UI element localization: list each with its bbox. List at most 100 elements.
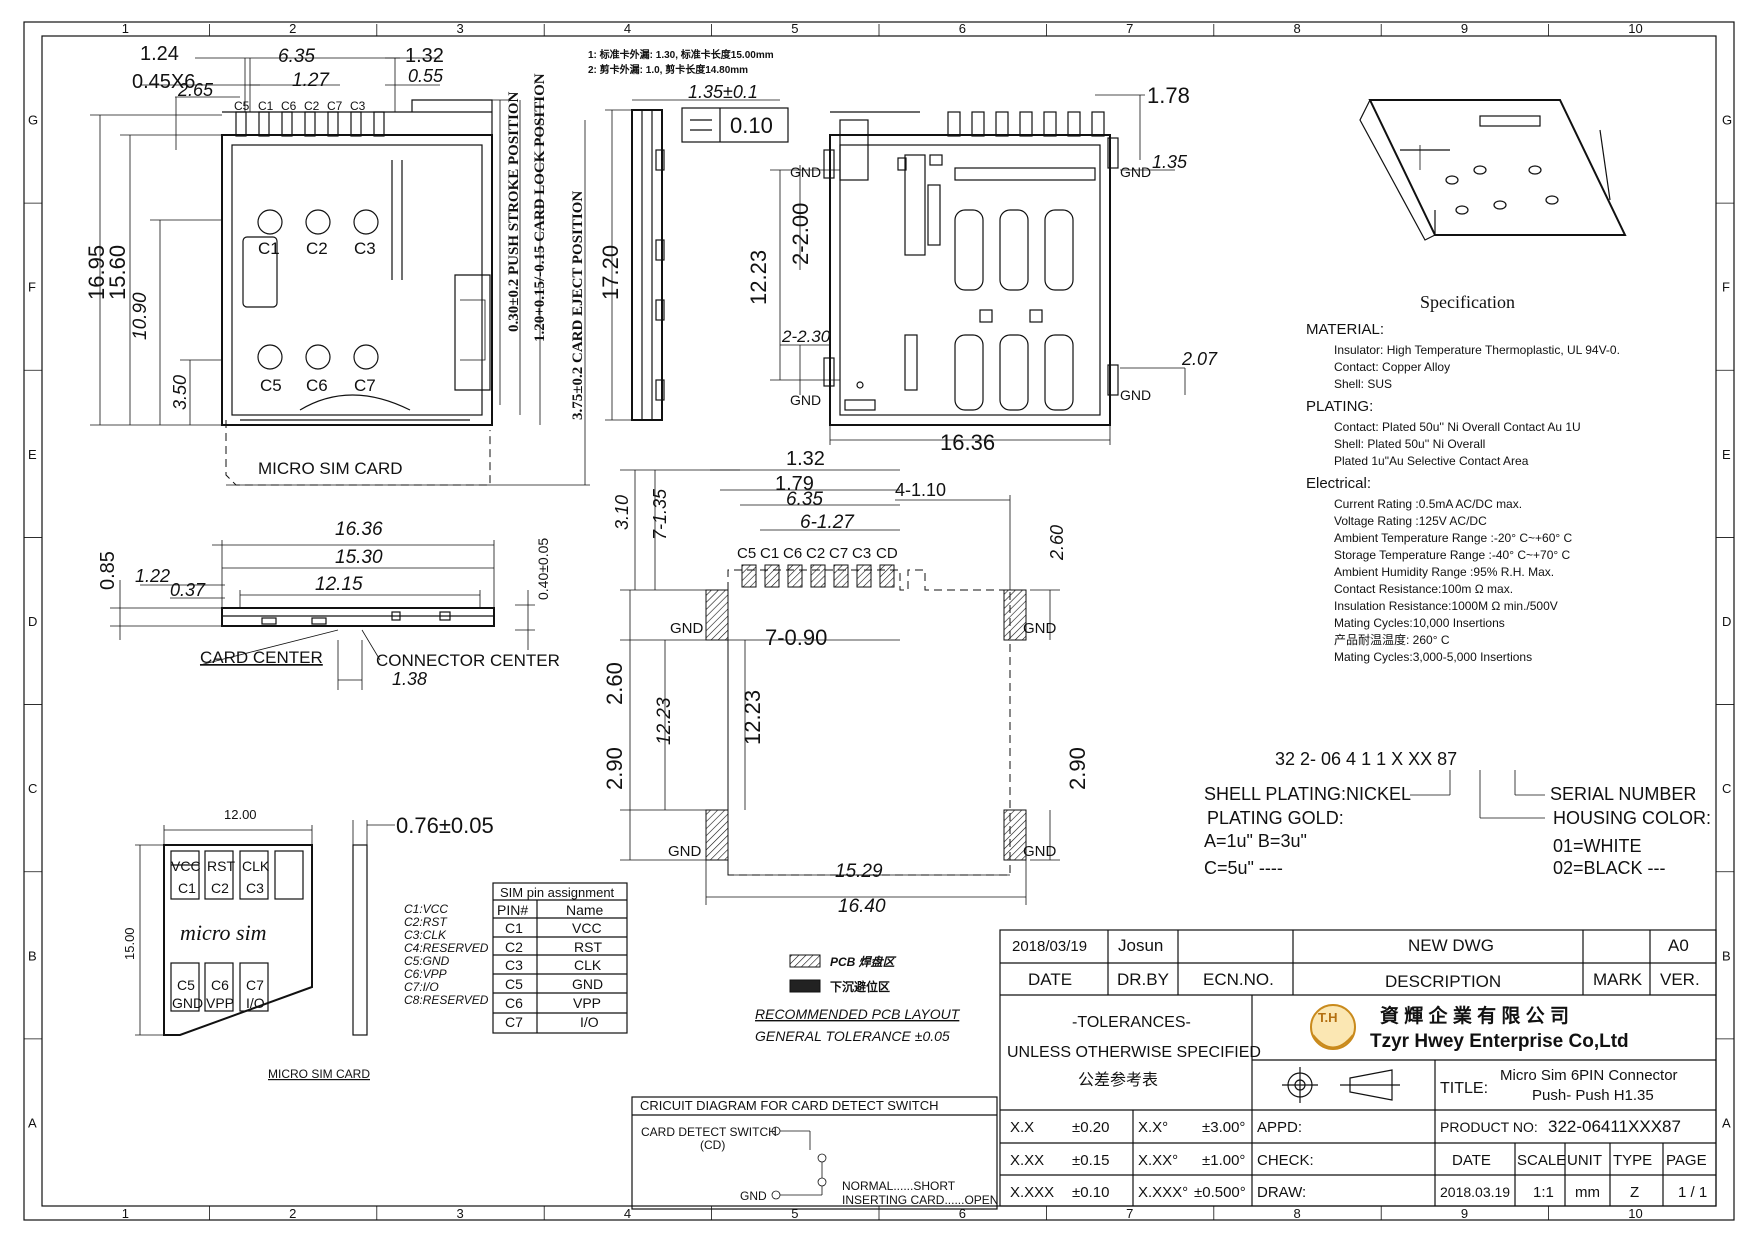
grid-row-label: C [28, 781, 37, 796]
spec-line: Plated 1u"Au Selective Contact Area [1334, 454, 1529, 468]
svg-text:02=BLACK ---: 02=BLACK --- [1553, 858, 1666, 878]
spec-line: Contact: Plated 50u'' Ni Overall Contact… [1334, 420, 1581, 434]
grid-row-label: E [28, 447, 37, 462]
svg-text:C2: C2 [306, 239, 328, 258]
svg-text:1.35±0.1: 1.35±0.1 [688, 82, 758, 102]
title-block: T.H 2018/03/19 Josun NEW DWG A0 DATE DR.… [999, 929, 1717, 1207]
svg-text:2-2.30: 2-2.30 [781, 327, 831, 346]
svg-text:C1: C1 [760, 545, 779, 562]
svg-text:SERIAL NUMBER: SERIAL NUMBER [1550, 784, 1696, 804]
svg-text:HOUSING COLOR:: HOUSING COLOR: [1553, 808, 1711, 828]
svg-text:PLATING GOLD:: PLATING GOLD: [1207, 808, 1344, 828]
svg-text:GND: GND [740, 1189, 767, 1203]
svg-text:15.60: 15.60 [105, 245, 130, 300]
svg-text:15.00: 15.00 [122, 927, 137, 960]
svg-text:C7:I/O: C7:I/O [404, 980, 439, 994]
svg-text:GND: GND [1120, 387, 1151, 403]
svg-text:0.30±0.2 PUSH STROKE POSITION: 0.30±0.2 PUSH STROKE POSITION [506, 91, 522, 332]
svg-text:12.23: 12.23 [654, 697, 675, 745]
svg-text:-TOLERANCES-: -TOLERANCES- [1072, 1014, 1191, 1031]
svg-text:A=1u" B=3u": A=1u" B=3u" [1204, 831, 1307, 851]
svg-text:Josun: Josun [1118, 936, 1163, 955]
svg-text:NORMAL......SHORT: NORMAL......SHORT [842, 1179, 956, 1193]
svg-text:0.45X6: 0.45X6 [132, 71, 195, 93]
svg-text:2.07: 2.07 [1181, 349, 1218, 369]
svg-text:2018.03.19: 2018.03.19 [1440, 1184, 1510, 1200]
svg-text:15.29: 15.29 [835, 861, 883, 882]
grid-col-label: 3 [457, 21, 464, 36]
svg-text:1.35: 1.35 [1152, 152, 1188, 172]
svg-text:1 / 1: 1 / 1 [1678, 1184, 1707, 1201]
svg-text:C=5u" ----: C=5u" ---- [1204, 858, 1283, 878]
svg-text:1:1: 1:1 [1533, 1184, 1554, 1201]
grid-col-label: 10 [1628, 21, 1642, 36]
svg-text:C7: C7 [829, 545, 848, 562]
svg-text:資 輝 企 業 有 限 公 司: 資 輝 企 業 有 限 公 司 [1380, 1004, 1569, 1027]
svg-text:C5: C5 [260, 376, 282, 395]
svg-text:GND: GND [670, 620, 704, 637]
svg-text:C2: C2 [505, 939, 523, 955]
grid-row-label: B [28, 948, 37, 963]
svg-text:PIN#: PIN# [497, 902, 528, 918]
svg-text:RECOMMENDED PCB LAYOUT: RECOMMENDED PCB LAYOUT [755, 1006, 961, 1022]
svg-text:CARD CENTER: CARD CENTER [200, 648, 323, 667]
circuit-diagram: CRICUIT DIAGRAM FOR CARD DETECT SWITCH C… [631, 1096, 998, 1210]
svg-text:C3: C3 [852, 545, 871, 562]
grid-row-label: G [28, 113, 38, 128]
spec-line: Mating Cycles:10,000 Insertions [1334, 616, 1505, 630]
svg-text:16.36: 16.36 [335, 519, 383, 540]
svg-text:CRICUIT DIAGRAM FOR CARD DETEC: CRICUIT DIAGRAM FOR CARD DETECT SWITCH [640, 1098, 939, 1113]
spec-line: Ambient Humidity Range :95% R.H. Max. [1334, 565, 1554, 579]
svg-text:C2: C2 [304, 99, 320, 113]
svg-text:X.XXX: X.XXX [1010, 1184, 1054, 1201]
svg-text:C6: C6 [281, 99, 297, 113]
svg-text:C8:RESERVED: C8:RESERVED [404, 993, 489, 1007]
svg-text:C1: C1 [178, 880, 196, 896]
top-view-labels: 1.24 6.35 1.32 0.45X6 1.27 0.55 2.65 16.… [84, 43, 586, 478]
svg-text:2018/03/19: 2018/03/19 [1012, 938, 1087, 955]
svg-text:C1: C1 [258, 239, 280, 258]
sim-card-labels: 12.00 15.00 0.76±0.05 VCC C1 RST C2 CLK … [122, 807, 494, 1081]
svg-text:X.XXX°: X.XXX° [1138, 1184, 1188, 1201]
svg-text:6.35: 6.35 [278, 46, 315, 67]
pcb-layout [620, 469, 1060, 993]
spec-line: 产品耐温温度: 260° C [1334, 632, 1450, 647]
grid-col-label: 5 [791, 21, 798, 36]
grid-row-label: B [1722, 948, 1731, 963]
pcb-labels: 1.32 1.79 6.35 6-1.27 4-1.10 3.10 7-1.35… [602, 448, 1090, 1044]
grid-row-label: E [1722, 447, 1731, 462]
svg-text:32 2- 06 4 1 1 X XX 87: 32 2- 06 4 1 1 X XX 87 [1275, 749, 1457, 769]
svg-text:2.60: 2.60 [602, 662, 627, 705]
grid-col-label: 4 [624, 21, 631, 36]
svg-text:1.78: 1.78 [1147, 83, 1190, 108]
svg-text:GND: GND [790, 392, 821, 408]
svg-text:15.30: 15.30 [335, 547, 383, 568]
svg-text:10.90: 10.90 [130, 292, 151, 340]
grid-row-label: F [28, 280, 36, 295]
svg-text:2.60: 2.60 [1047, 525, 1067, 561]
grid-col-label: 6 [959, 1206, 966, 1221]
svg-text:PRODUCT NO:: PRODUCT NO: [1440, 1119, 1538, 1135]
svg-text:C6: C6 [505, 995, 523, 1011]
svg-text:2-2.00: 2-2.00 [788, 203, 813, 265]
grid-row-label: D [1722, 614, 1731, 629]
iso-view [1359, 99, 1627, 241]
svg-text:12.23: 12.23 [740, 690, 765, 745]
svg-text:C7: C7 [327, 99, 343, 113]
svg-text:VPP: VPP [206, 995, 234, 1011]
svg-text:Z: Z [1630, 1184, 1639, 1201]
spec-heading: Electrical: [1306, 475, 1371, 492]
grid-col-label: 4 [624, 1206, 631, 1221]
svg-text:16.40: 16.40 [838, 896, 886, 917]
svg-text:1.22: 1.22 [135, 566, 170, 586]
svg-text:GND: GND [1023, 843, 1057, 860]
spec-line: Shell: Plated 50u'' Ni Overall [1334, 437, 1485, 451]
svg-text:公差参考表: 公差参考表 [1078, 1071, 1158, 1089]
grid-row-label: A [1722, 1115, 1731, 1130]
svg-text:CLK: CLK [242, 858, 270, 874]
svg-text:C7: C7 [354, 376, 376, 395]
svg-text:VCC: VCC [171, 858, 201, 874]
spec-line: Ambient Temperature Range :-20° C~+60° C [1334, 531, 1573, 545]
